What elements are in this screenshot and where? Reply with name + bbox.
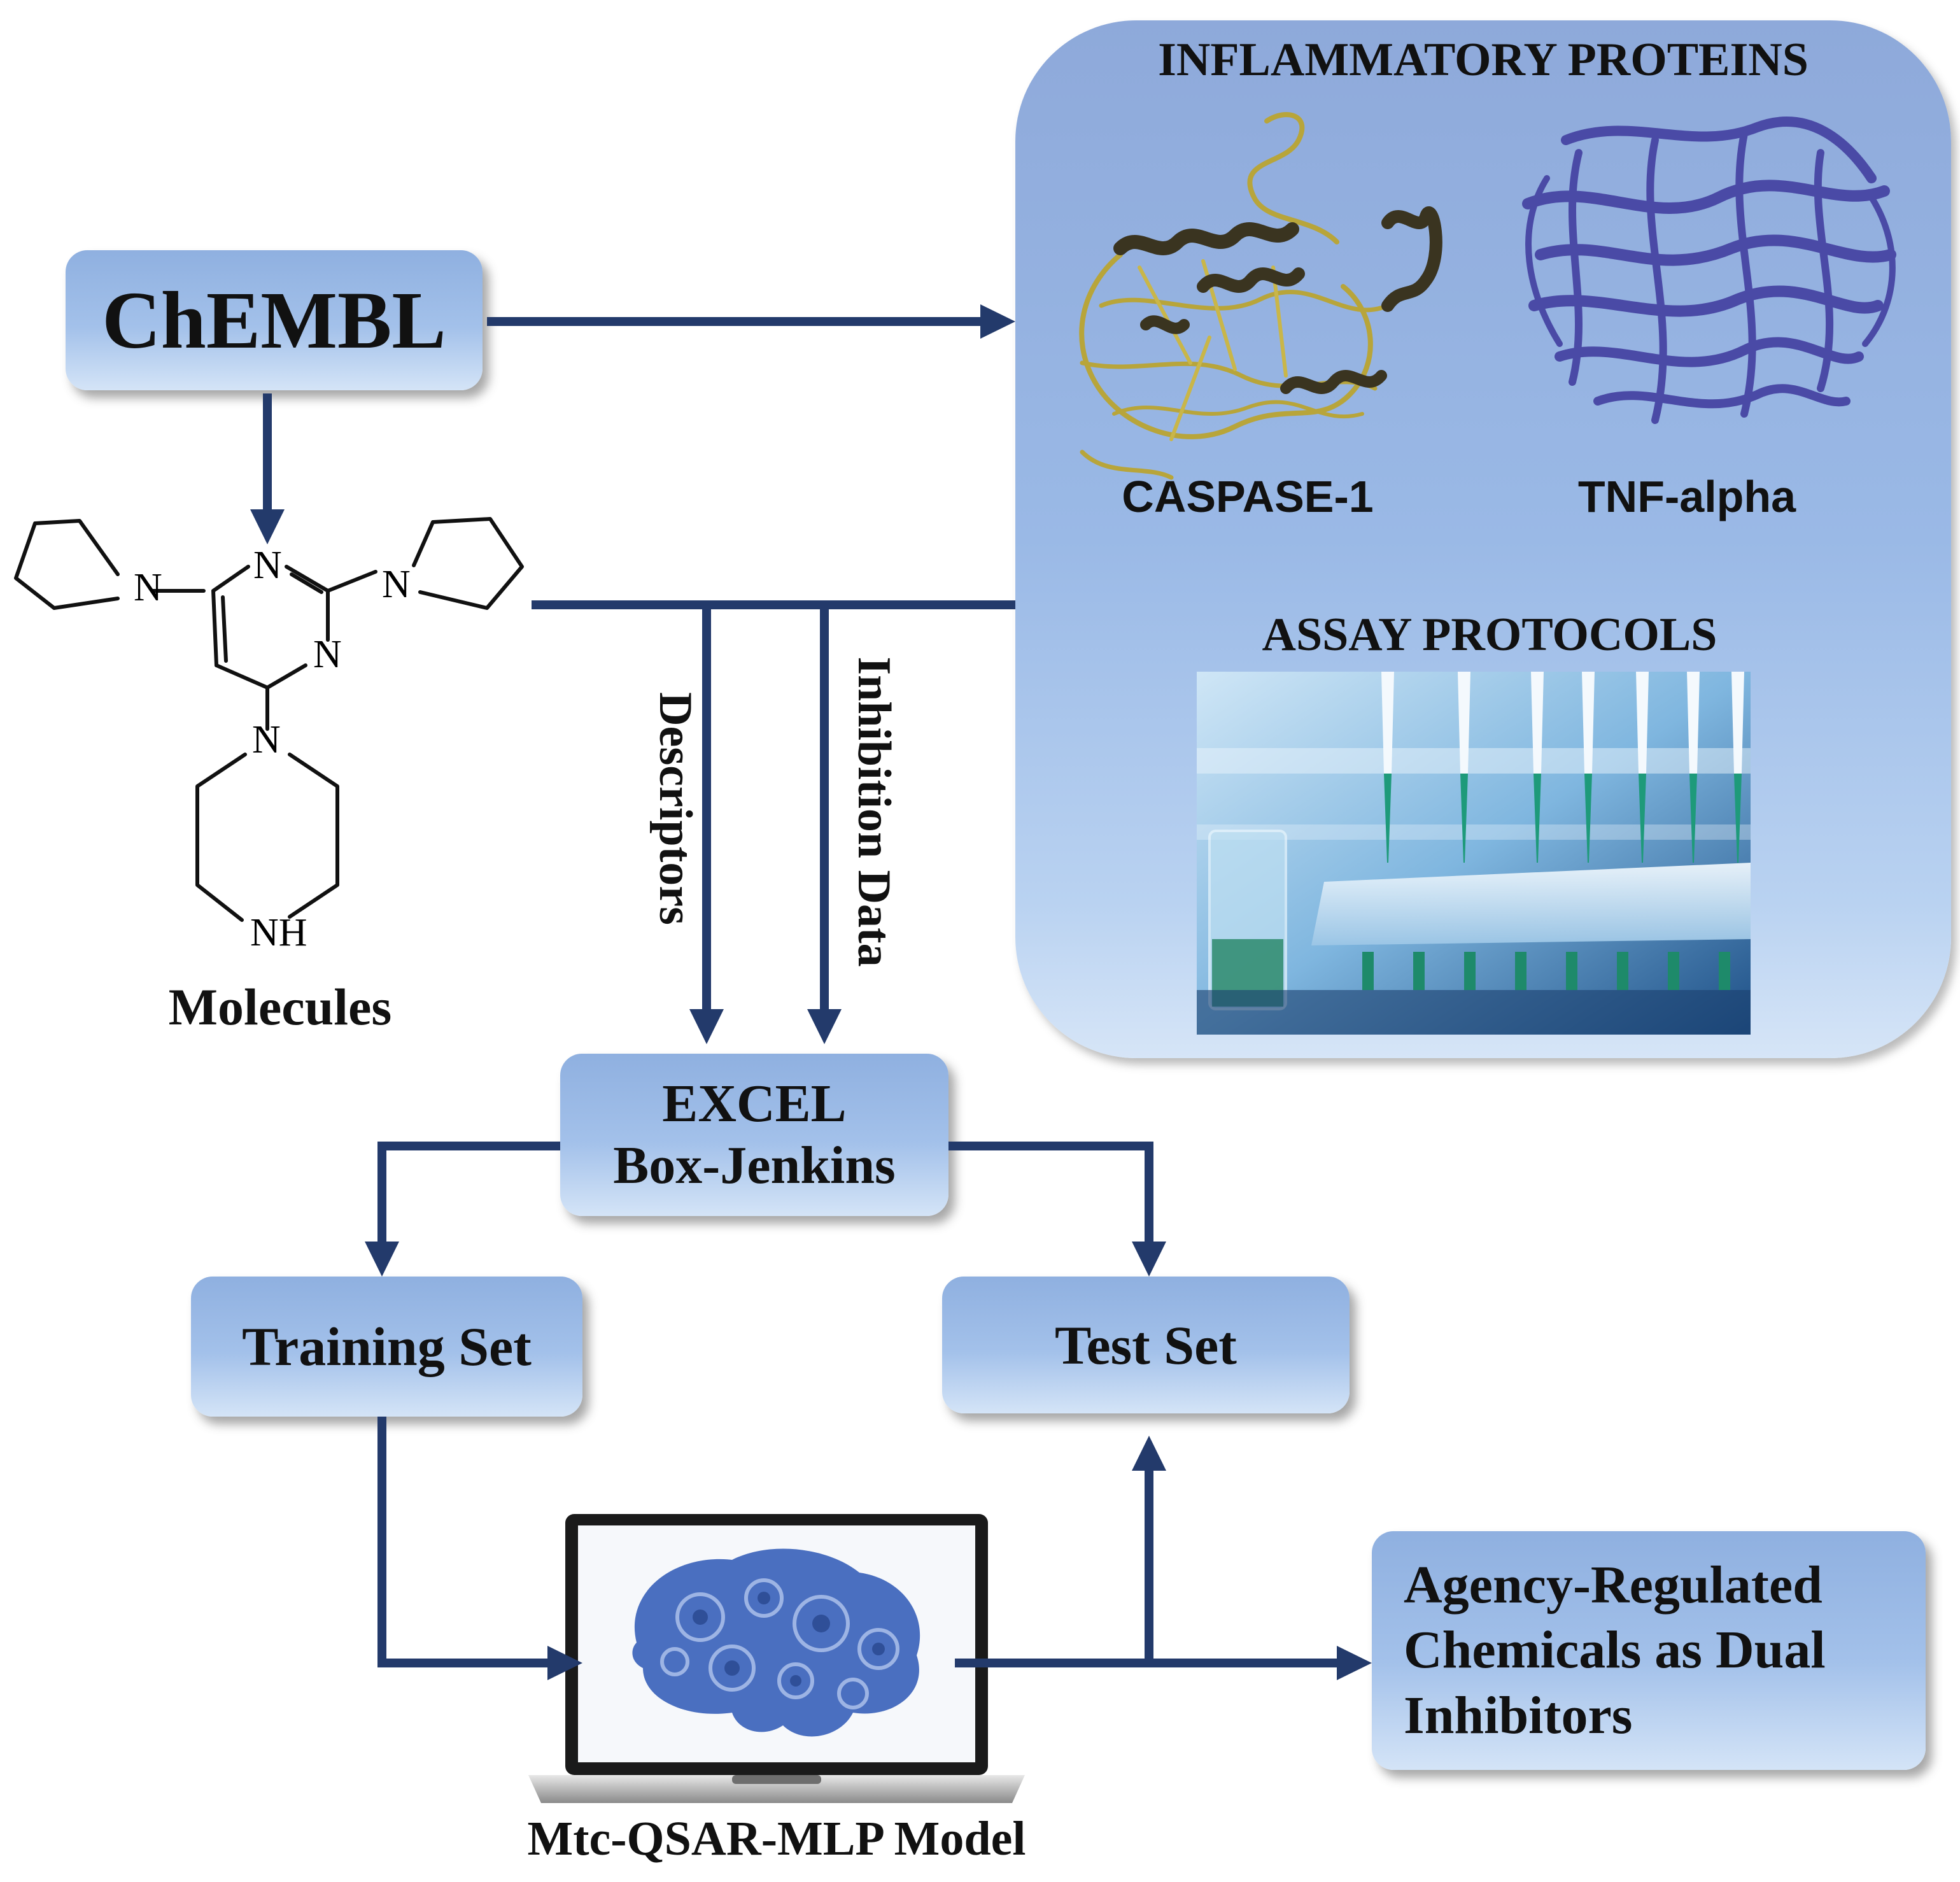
test-set-label: Test Set [1055, 1314, 1237, 1376]
atom-n-3: N [313, 633, 342, 676]
tnf-alpha-structure-image [1522, 117, 1896, 424]
assay-protocols-photo [1197, 672, 1751, 1035]
result-line-2: Chemicals as Dual [1404, 1620, 1826, 1680]
atom-n-1: N [134, 566, 162, 609]
brain-gears-icon [632, 1548, 920, 1737]
molecule-structure: N N N N N NH [14, 517, 524, 954]
test-set-box: Test Set [942, 1277, 1350, 1413]
excel-label: EXCEL [662, 1073, 847, 1133]
atom-n-5: N [252, 718, 281, 761]
result-line-3: Inhibitors [1404, 1685, 1633, 1745]
atom-n-2: N [253, 544, 282, 587]
box-jenkins-label: Box-Jenkins [613, 1135, 896, 1195]
agency-regulated-chemicals-box: Agency-Regulated Chemicals as Dual Inhib… [1372, 1531, 1926, 1770]
training-set-label: Training Set [242, 1316, 532, 1377]
excel-box-jenkins-box: EXCEL Box-Jenkins [560, 1054, 948, 1216]
model-caption: Mtc-QSAR-MLP Model [527, 1812, 1026, 1865]
tnf-alpha-label: TNF-alpha [1577, 472, 1796, 521]
result-line-1: Agency-Regulated [1404, 1555, 1823, 1615]
atom-n-4: N [382, 563, 411, 606]
molecules-caption: Molecules [168, 978, 392, 1036]
training-set-box: Training Set [191, 1277, 582, 1417]
assay-protocols-title: ASSAY PROTOCOLS [1262, 609, 1717, 661]
chembl-box: ChEMBL [66, 250, 483, 390]
caspase-1-label: CASPASE-1 [1122, 472, 1374, 521]
chembl-label: ChEMBL [102, 274, 446, 365]
caspase-1-structure-image [1079, 112, 1442, 480]
laptop-brain-image [528, 1514, 1025, 1803]
atom-nh: NH [250, 911, 307, 954]
panel-title: INFLAMMATORY PROTEINS [1158, 34, 1808, 86]
